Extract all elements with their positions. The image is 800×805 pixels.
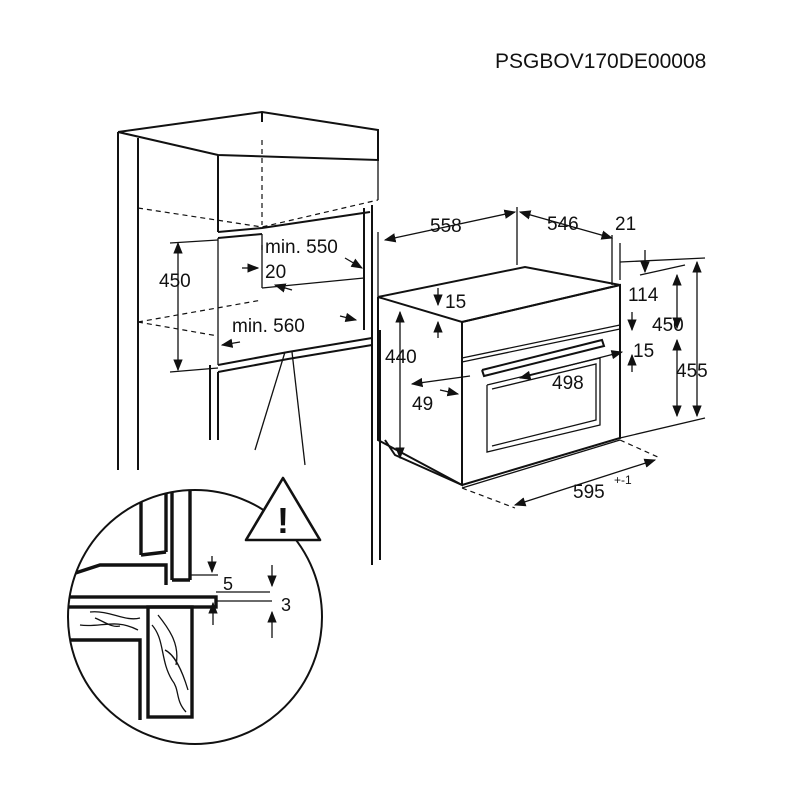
- oven-total-455-label: 455: [676, 361, 708, 382]
- detail-gap-5-label: 5: [223, 574, 233, 594]
- oven-width-558-label: 558: [430, 216, 462, 237]
- oven-tolerance-label: +-1: [614, 473, 632, 487]
- oven-height-440-label: 440: [385, 347, 417, 368]
- cabinet-height-450-label: 450: [159, 271, 191, 292]
- oven-gap-15-label: 15: [633, 341, 654, 362]
- cabinet-drawing: [117, 110, 381, 565]
- cabinet-min-560-label: min. 560: [232, 316, 305, 337]
- document-code: PSGBOV170DE00008: [495, 50, 706, 73]
- oven-depth-546-label: 546: [547, 214, 579, 235]
- cabinet-gap-20-label: 20: [265, 262, 286, 283]
- detail-section: [68, 490, 277, 720]
- detail-gap-3-label: 3: [281, 595, 291, 615]
- oven-front-21-label: 21: [615, 214, 636, 235]
- oven-drawing: [377, 207, 706, 509]
- oven-front-595-label: 595: [573, 482, 605, 503]
- oven-top-15-label: 15: [445, 292, 466, 313]
- oven-height-450-label: 450: [652, 315, 684, 336]
- warning-triangle-icon: !: [244, 476, 322, 542]
- oven-panel-114-label: 114: [628, 285, 659, 306]
- oven-side-49-label: 49: [412, 394, 433, 415]
- cabinet-min-550-label: min. 550: [265, 237, 338, 258]
- warning-symbol: !: [277, 500, 289, 541]
- oven-inner-498-label: 498: [552, 373, 584, 394]
- detail-magnifier-circle: [67, 489, 323, 745]
